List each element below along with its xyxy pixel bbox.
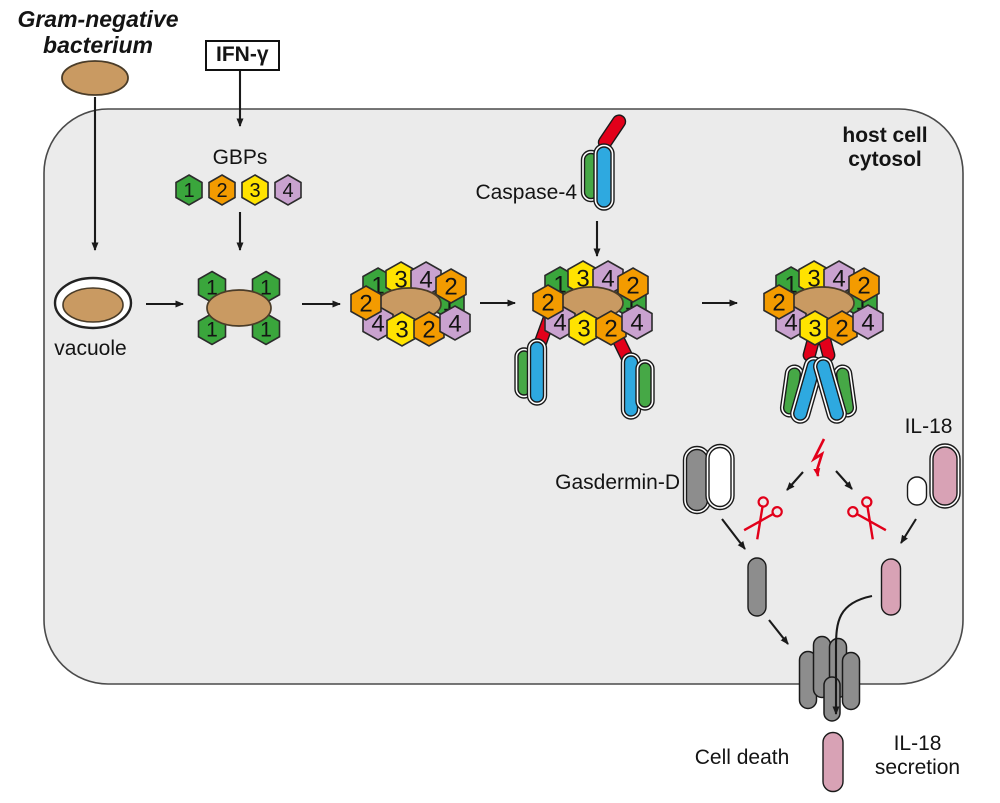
hexagon-number: 3 <box>395 317 408 344</box>
hexagon-number: 2 <box>422 317 435 344</box>
gram-negative-bacterium-shape <box>61 60 129 96</box>
hexagon-number: 4 <box>601 266 614 293</box>
gram-negative-line1: Gram-negative <box>17 6 179 32</box>
gbps-label: GBPs <box>212 146 268 169</box>
ring3-gbp2-hexagon <box>532 284 564 320</box>
vacuole-label: vacuole <box>54 337 127 360</box>
ring2-gbp4-hexagon <box>439 305 471 341</box>
hexagon-number: 2 <box>359 291 372 318</box>
il18-secretion-line1: IL-18 <box>893 732 942 755</box>
il18-secretion-line2: secretion <box>874 756 961 780</box>
cell-death-label: Cell death <box>694 746 790 769</box>
dimer-blue-right <box>816 359 844 421</box>
gram-negative-line2: bacterium <box>43 32 153 59</box>
hexagon-number: 2 <box>604 316 617 343</box>
hexagon-number: 2 <box>444 274 457 301</box>
caspase4-label: Caspase-4 <box>475 181 577 204</box>
hexagon-number: 4 <box>553 310 566 337</box>
hexagon-number: 3 <box>249 180 260 202</box>
gbp-1-hexagon <box>175 174 203 206</box>
lightning-arrow <box>810 438 826 477</box>
hexagon-number: 4 <box>419 267 432 294</box>
hexagon-number: 4 <box>832 266 845 293</box>
hexagon-number: 2 <box>772 290 785 317</box>
vacuole-bacterium <box>62 287 124 323</box>
il18-mature <box>880 558 902 616</box>
hexagon-number: 3 <box>807 266 820 293</box>
secretion-arrow <box>832 594 873 715</box>
c3-caspase-right-green <box>638 362 652 408</box>
il18-pro-pink <box>932 446 958 506</box>
c3-caspase-left-blue <box>529 341 545 403</box>
hexagon-number: 4 <box>282 180 293 202</box>
ring2-gbp2-hexagon <box>350 285 382 321</box>
hexagon-number: 3 <box>394 267 407 294</box>
complex1-bacterium <box>206 289 272 327</box>
hexagon-number: 2 <box>626 273 639 300</box>
hexagon-number: 4 <box>448 311 461 338</box>
hexagon-number: 1 <box>206 277 218 300</box>
gasdermin-gray-domain <box>685 448 709 512</box>
ifn-gamma-box: IFN-γ <box>205 40 280 71</box>
host-cell-line1: host cell <box>842 124 928 147</box>
hexagon-number: 3 <box>577 316 590 343</box>
hexagon-number: 2 <box>541 290 554 317</box>
hexagon-number: 4 <box>630 310 643 337</box>
il18-arrow <box>900 518 917 544</box>
gbp-4-hexagon <box>274 174 302 206</box>
hexagon-number: 4 <box>784 310 797 337</box>
hexagon-number: 3 <box>808 316 821 343</box>
caspase4-blue-subunit <box>596 146 612 208</box>
ring4-gbp4-hexagon <box>852 304 884 340</box>
gasdermin-pore-rod <box>823 676 841 722</box>
ring4-gbp2-hexagon <box>763 284 795 320</box>
hexagon-number: 2 <box>857 273 870 300</box>
il18-secreted <box>822 731 844 793</box>
host-cell-cytosol-label: host cell cytosol <box>810 124 960 172</box>
gasdermin-arrow <box>721 518 746 550</box>
gram-negative-bacterium-label: Gram-negative bacterium <box>8 6 188 59</box>
ring2-gbp2-hexagon <box>435 268 467 304</box>
cleave-left-arrow <box>786 471 804 491</box>
il18-secretion-label: IL-18 secretion <box>845 732 990 780</box>
scissors-icon <box>743 496 783 540</box>
gasdermin-label: Gasdermin-D <box>555 471 680 494</box>
pore-arrow <box>768 619 789 645</box>
ring4-gbp2-hexagon <box>848 267 880 303</box>
hexagon-number: 1 <box>206 319 218 342</box>
il18-label: IL-18 <box>904 415 953 438</box>
hexagon-number: 1 <box>260 277 272 300</box>
host-cell-line2: cytosol <box>848 148 922 172</box>
cleave-right-arrow <box>835 470 853 490</box>
ring3-gbp4-hexagon <box>621 304 653 340</box>
hexagon-number: 3 <box>576 266 589 293</box>
gasdermin-fragment <box>747 557 767 617</box>
hexagon-number: 4 <box>371 311 384 338</box>
host-cell-body <box>43 108 964 685</box>
hexagon-number: 4 <box>861 310 874 337</box>
il18-prodomain-white <box>906 476 928 506</box>
gasdermin-pore-rod <box>841 651 861 711</box>
hexagon-number: 1 <box>183 180 194 202</box>
scissors-icon <box>847 496 887 540</box>
hexagon-number: 2 <box>216 180 227 202</box>
gasdermin-white-domain <box>708 446 732 508</box>
ifn-gamma-label: IFN-γ <box>216 43 269 66</box>
gbp-2-hexagon <box>208 174 236 206</box>
ring3-gbp2-hexagon <box>617 267 649 303</box>
hexagon-number: 2 <box>835 316 848 343</box>
hexagon-number: 1 <box>260 319 272 342</box>
gbp-3-hexagon <box>241 174 269 206</box>
